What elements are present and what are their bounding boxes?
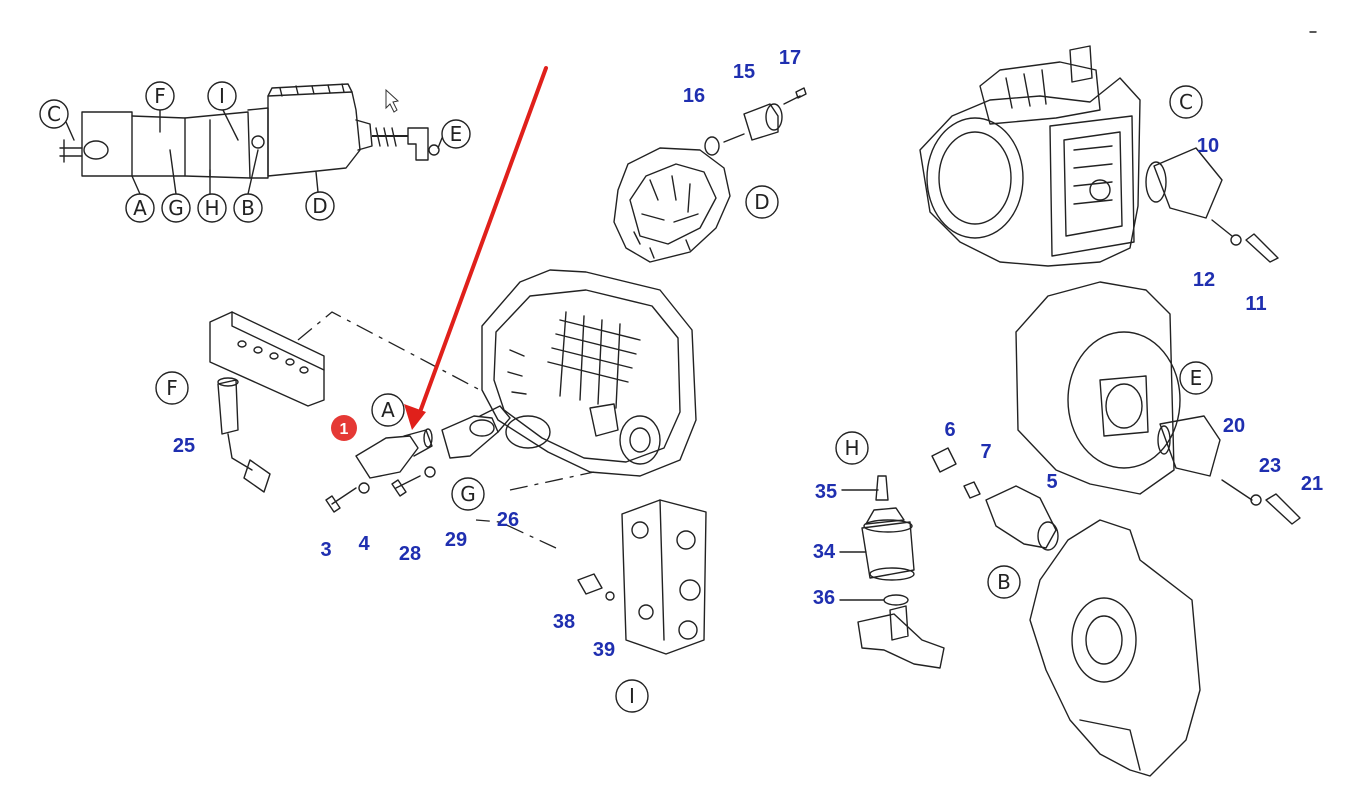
overview-label-f: F [145, 81, 175, 111]
overview-label-b: B [233, 193, 263, 223]
part-number-4: 4 [358, 533, 370, 555]
group-i-valve-housing: I [577, 499, 707, 713]
cursor-icon [385, 88, 400, 113]
svg-text:F: F [154, 84, 166, 108]
part-number-3: 3 [320, 539, 331, 561]
group-label-e: E [1179, 361, 1213, 395]
overview-schematic: C F I E A G H B [39, 81, 471, 223]
part-number-17: 17 [779, 47, 801, 69]
part-number-39: 39 [593, 639, 615, 661]
svg-text:B: B [997, 570, 1011, 594]
part-number-11: 11 [1245, 293, 1266, 315]
overview-label-g: G [161, 193, 191, 223]
group-label-h: H [835, 431, 869, 465]
overview-label-d: D [305, 191, 335, 221]
part-number-25: 25 [173, 435, 195, 457]
dashed-leader-lines [297, 311, 595, 549]
overview-label-c: C [39, 99, 69, 129]
svg-text:B: B [241, 196, 255, 220]
overview-label-e: E [441, 119, 471, 149]
callout-marker-1: 1 [331, 415, 357, 441]
part-number-28: 28 [399, 543, 421, 565]
group-label-a: A [371, 393, 405, 427]
svg-text:E: E [450, 122, 463, 146]
part-number-15: 15 [733, 61, 755, 83]
part-number-38: 38 [553, 611, 575, 633]
svg-text:F: F [166, 376, 178, 400]
svg-text:G: G [460, 482, 476, 506]
svg-text:C: C [47, 102, 61, 126]
highlight-arrow [404, 66, 548, 430]
group-a-speed-sensor: A [325, 393, 433, 513]
group-c-gearbox-housing: C [919, 45, 1279, 267]
group-h-pressure-sender: H [835, 431, 945, 669]
overview-label-h: H [197, 193, 227, 223]
group-label-g: G [451, 477, 485, 511]
group-label-c: C [1169, 85, 1203, 119]
part-number-10: 10 [1197, 135, 1219, 157]
group-label-i: I [615, 679, 649, 713]
group-d-sensor-assembly: D [613, 87, 807, 263]
part-number-34: 34 [813, 541, 836, 563]
overview-label-a: A [125, 193, 155, 223]
svg-text:D: D [754, 190, 769, 214]
svg-text:C: C [1179, 90, 1193, 114]
overview-label-i: I [207, 81, 237, 111]
svg-text:I: I [219, 84, 225, 108]
part-number-12: 12 [1193, 269, 1215, 291]
part-number-5: 5 [1046, 471, 1057, 493]
part-number-16: 16 [683, 85, 705, 107]
part-number-29: 29 [445, 529, 467, 551]
svg-text:A: A [381, 398, 395, 422]
part-number-21: 21 [1301, 473, 1323, 495]
part-number-20: 20 [1223, 415, 1245, 437]
group-label-d: D [745, 185, 779, 219]
svg-text:I: I [629, 684, 635, 708]
part-number-36: 36 [813, 587, 835, 609]
part-number-7: 7 [980, 441, 991, 463]
svg-text:H: H [204, 196, 219, 220]
part-number-35: 35 [815, 481, 837, 503]
group-label-b: B [987, 565, 1021, 599]
svg-text:H: H [844, 436, 859, 460]
part-number-23: 23 [1259, 455, 1281, 477]
group-label-f: F [155, 371, 189, 405]
group-f-valve-block: F [155, 311, 325, 493]
part-numbers: 3 4 28 29 26 25 17 15 16 10 12 11 20 23 … [173, 47, 1323, 661]
part-number-6: 6 [944, 419, 955, 441]
group-g-speed-sensor: G [391, 405, 511, 511]
centre-transmission-housing [481, 269, 697, 477]
svg-text:E: E [1190, 366, 1203, 390]
part-number-26: 26 [497, 509, 519, 531]
svg-text:D: D [312, 194, 327, 218]
svg-text:1: 1 [340, 421, 349, 438]
svg-text:A: A [133, 196, 147, 220]
group-b-cover-sensor: B [931, 447, 1201, 777]
svg-text:G: G [168, 196, 184, 220]
group-e-housing-sensor: E [1015, 281, 1301, 525]
